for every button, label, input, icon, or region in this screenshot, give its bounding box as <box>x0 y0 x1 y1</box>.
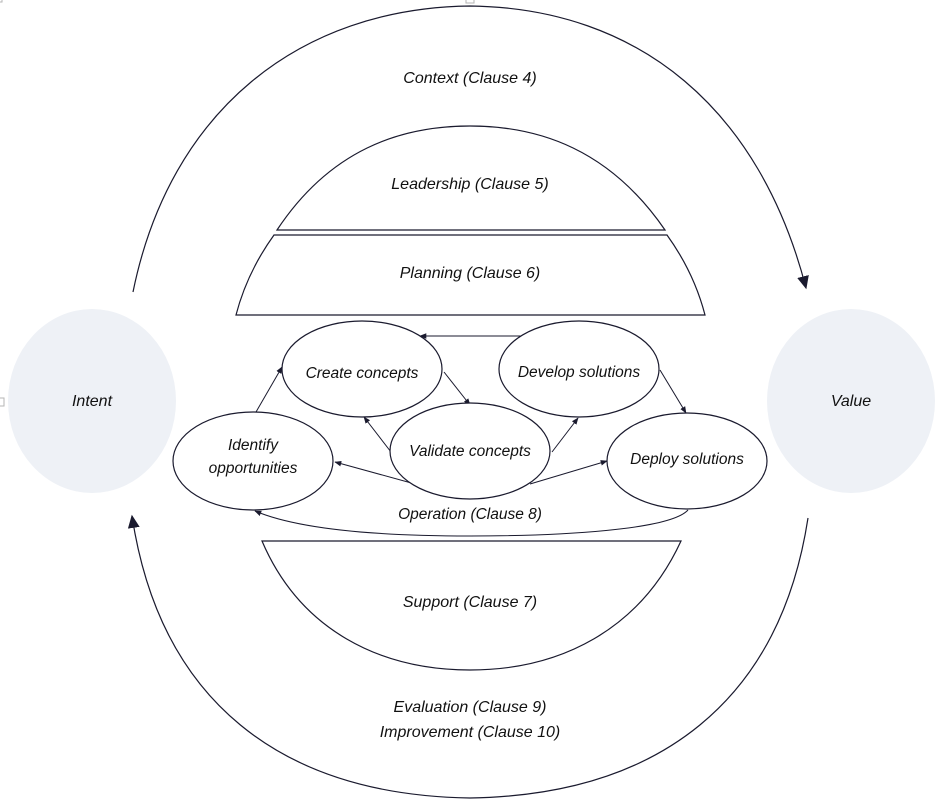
identify-label-line2: opportunities <box>209 460 298 477</box>
value-label: Value <box>831 393 871 410</box>
validate-to-create-arrow <box>363 416 392 453</box>
support-band <box>261 540 682 671</box>
create-label: Create concepts <box>306 365 419 382</box>
validate-to-develop-arrow <box>551 417 579 453</box>
planning-band <box>235 234 706 316</box>
selection-handle-top[interactable] <box>465 0 475 4</box>
deploy-to-identify-arrow <box>254 509 689 537</box>
context-arc-arrow <box>132 5 809 293</box>
develop-label: Develop solutions <box>518 364 641 381</box>
validate-concepts-node <box>389 402 551 500</box>
leadership-label: Leadership (Clause 5) <box>391 176 548 193</box>
intent-label: Intent <box>72 393 113 410</box>
context-label: Context (Clause 4) <box>403 70 536 87</box>
deploy-solutions-node <box>606 412 768 510</box>
create-concepts-node <box>281 320 443 418</box>
operation-label: Operation (Clause 8) <box>398 506 542 523</box>
develop-solutions-node <box>498 320 660 418</box>
develop-to-deploy-arrow <box>659 369 687 414</box>
evaluation-arc-arrow <box>127 514 809 799</box>
selection-handle-left[interactable] <box>0 397 5 407</box>
identify-to-create-arrow <box>255 366 283 413</box>
identify-label-line1: Identify <box>228 437 279 454</box>
evaluation-label: Evaluation (Clause 9) <box>394 699 547 716</box>
support-label: Support (Clause 7) <box>403 594 537 611</box>
selection-handle-top-left[interactable] <box>0 0 3 3</box>
validate-to-identify-arrow <box>334 460 416 485</box>
value-circle <box>767 309 935 493</box>
improvement-label: Improvement (Clause 10) <box>380 724 561 741</box>
create-to-validate-arrow <box>443 371 471 406</box>
deploy-label: Deploy solutions <box>630 451 744 468</box>
validate-to-deploy-arrow <box>529 460 608 485</box>
intent-circle <box>8 309 176 493</box>
identify-opportunities-node <box>172 411 334 511</box>
validate-label: Validate concepts <box>409 443 531 460</box>
planning-label: Planning (Clause 6) <box>400 265 541 282</box>
leadership-band <box>275 125 667 231</box>
